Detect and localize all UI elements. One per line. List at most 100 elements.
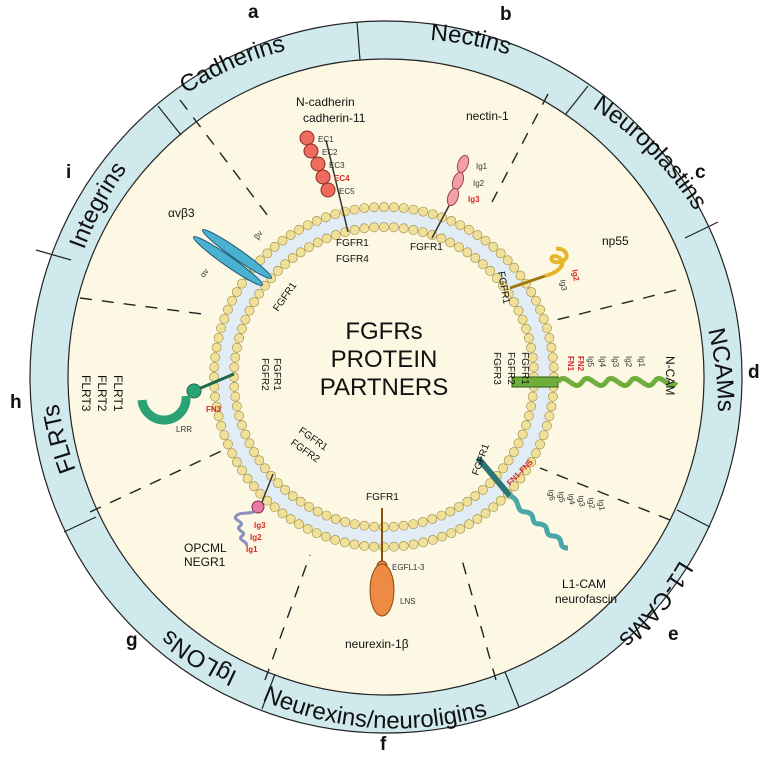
outer-lipid-head <box>209 362 220 372</box>
outer-lipid-head <box>398 203 409 213</box>
inner-lipid-head <box>521 420 531 431</box>
outer-lipid-head <box>277 508 288 519</box>
outer-lipid-head <box>546 342 557 353</box>
outer-lipid-head <box>464 519 474 530</box>
inner-lipid-head <box>509 297 519 307</box>
neuroplastin-structure <box>509 246 569 290</box>
outer-lipid-head <box>538 313 549 324</box>
outer-lipid-head <box>320 212 331 223</box>
outer-lipid-head <box>379 202 389 212</box>
outer-lipid-head <box>526 457 537 467</box>
domain-label-fn3: FN3 <box>206 405 222 414</box>
outer-lipid-head <box>521 465 531 476</box>
inner-lipid-head <box>485 478 495 488</box>
outer-lipid-head <box>349 539 360 550</box>
outer-lipid-head <box>330 535 341 545</box>
outer-lipid-head <box>213 332 224 343</box>
ring-dividers <box>35 21 719 710</box>
inner-lipid-head <box>231 342 242 353</box>
outer-lipid-head <box>369 541 379 552</box>
receptor-label-a-2: FGFR4 <box>336 254 369 265</box>
title-line-3: PARTNERS <box>320 374 448 401</box>
inner-lipid-head <box>454 242 464 252</box>
outer-lipid-head <box>542 420 552 431</box>
domain-label-l1-ig1: Ig1 <box>596 499 607 512</box>
domain-label-egfl1-3: EGFL1-3 <box>392 563 425 572</box>
inner-lipid-head <box>408 519 419 529</box>
outer-lipid-head <box>495 495 506 506</box>
iglon-structure <box>233 473 274 548</box>
inner-lipid-head <box>379 522 389 532</box>
outer-lipid-head <box>231 457 242 467</box>
outer-lipid-head <box>222 304 233 315</box>
domain-label-np-ig3: Ig3 <box>558 279 569 292</box>
l1cam-ig-loops <box>508 493 569 551</box>
outer-lipid-head <box>531 295 541 306</box>
inner-lipid-head <box>321 510 332 521</box>
inner-lipid-head <box>427 514 438 524</box>
outer-lipid-head <box>418 537 429 548</box>
inner-lipid-head <box>470 253 481 263</box>
domain-label-ncam-fn2: FN2 <box>576 356 585 372</box>
cadherin-ec1-domain <box>299 130 315 146</box>
protein-label-negr1: NEGR1 <box>184 555 226 569</box>
inner-lipid-head <box>417 227 428 237</box>
outer-lipid-head <box>526 287 537 297</box>
domain-label-alpha-v: αv <box>198 267 210 279</box>
ncam-fn-domains <box>511 376 559 388</box>
outer-lipid-head <box>369 202 379 213</box>
outer-lipid-head <box>418 206 429 217</box>
outer-lipid-head <box>330 209 341 219</box>
section-letter-h: h <box>10 392 22 413</box>
inner-lipid-head <box>509 447 519 457</box>
outer-lipid-head <box>359 541 370 551</box>
outer-lipid-head <box>285 514 296 524</box>
outer-lipid-head <box>446 215 457 226</box>
inner-lipid-head <box>398 223 409 234</box>
domain-label-lrr: LRR <box>176 425 192 434</box>
domain-label-ncam-ig1: Ig1 <box>637 356 646 368</box>
outer-lipid-head <box>542 323 552 334</box>
domain-label-ncam-fn1: FN1 <box>566 356 575 372</box>
protein-label-n-cam: N-CAM <box>663 356 677 395</box>
inner-lipid-head <box>349 519 360 529</box>
inner-lipid-head <box>513 438 524 449</box>
inner-lipid-head <box>254 455 265 466</box>
np55-ig-loops <box>544 246 569 278</box>
outer-lipid-head <box>538 430 549 440</box>
outer-lipid-head <box>294 224 304 235</box>
outer-lipid-head <box>544 411 555 422</box>
outer-lipid-head <box>349 204 360 215</box>
outer-lipid-head <box>213 411 224 422</box>
outer-lipid-head <box>408 539 419 550</box>
inner-lipid-head <box>295 247 306 258</box>
domain-label-ec1: EC1 <box>318 135 334 144</box>
inner-lipid-head <box>340 227 351 237</box>
inner-lipid-head <box>498 463 508 474</box>
inner-lipid-head <box>470 491 481 501</box>
section-letter-c: c <box>695 162 706 183</box>
cadherin-ec2-domain <box>303 143 319 159</box>
section-letter-d: d <box>748 362 760 383</box>
domain-label-ec2: EC2 <box>322 148 338 157</box>
inner-lipid-head <box>528 362 539 373</box>
outer-lipid-head <box>269 241 280 252</box>
inner-lipid-head <box>379 222 389 232</box>
inner-lipid-head <box>527 391 538 402</box>
outer-lipid-head <box>544 332 555 343</box>
inner-lipid-head <box>321 233 332 244</box>
section-letter-g: g <box>126 630 138 651</box>
integrin-structure <box>192 229 273 286</box>
outer-lipid-head <box>408 204 419 215</box>
domain-label-ec5: EC5 <box>339 187 355 196</box>
outer-lipid-head <box>216 323 226 334</box>
inner-lipid-head <box>477 484 488 495</box>
inner-lipid-head <box>517 314 528 325</box>
neurexin-lns-domain <box>369 563 395 617</box>
domain-label-l1-ig5: Ig5 <box>556 491 567 504</box>
outer-lipid-head <box>427 535 438 545</box>
flrt-fn3-domain <box>186 383 202 399</box>
ncam-ig-loops <box>555 376 679 388</box>
protein-label-cadherin-11: cadherin-11 <box>303 111 366 125</box>
outer-lipid-head <box>548 352 558 363</box>
